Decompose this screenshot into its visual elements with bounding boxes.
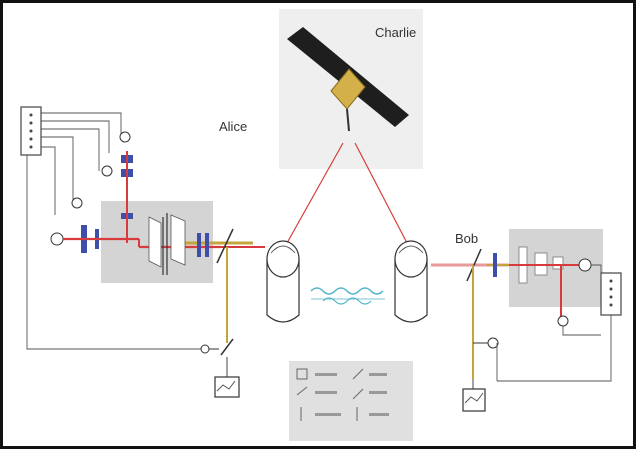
detector-icon <box>119 131 131 143</box>
telescope-icon <box>394 240 428 323</box>
telescope-icon <box>266 240 300 323</box>
bob-label: Bob <box>455 231 478 246</box>
satellite-body <box>330 68 366 110</box>
fiber-link-icon <box>310 287 385 305</box>
satellite-antenna <box>346 108 350 132</box>
detector-icon <box>487 337 499 349</box>
alice-station: Alice <box>20 106 300 398</box>
alice-readout <box>200 247 240 398</box>
terminal-icon <box>20 106 42 156</box>
bob-readout <box>462 337 499 412</box>
quantum-network-diagram: Charlie Alice <box>20 9 622 441</box>
bob-station: Bob <box>394 229 622 412</box>
legend-box <box>289 361 413 441</box>
alice-label: Alice <box>219 119 247 134</box>
bob-controller <box>600 272 622 316</box>
bob-optics <box>509 246 592 327</box>
alice-beam-path <box>50 213 265 275</box>
charlie-label: Charlie <box>375 25 416 40</box>
detector-icon <box>578 258 592 272</box>
detector-icon <box>200 344 210 354</box>
downlink-bob <box>354 142 408 244</box>
satellite-icon <box>287 27 409 132</box>
bob-computer <box>462 388 486 412</box>
laser-icon <box>50 232 64 246</box>
alice-control-wires <box>26 112 201 350</box>
detector-icon <box>71 197 83 209</box>
terminal-icon <box>600 272 622 316</box>
legend <box>289 361 413 441</box>
bob-control-wires <box>497 264 612 382</box>
alice-source-column <box>71 131 133 243</box>
beam-splitter <box>216 228 234 264</box>
bob-beam-path <box>431 248 509 379</box>
downlink-alice <box>286 142 344 244</box>
detector-icon <box>557 315 569 327</box>
satellite-links <box>286 142 408 244</box>
charlie-satellite-area: Charlie <box>279 9 423 169</box>
alice-computer <box>214 376 240 398</box>
detector-icon <box>101 165 113 177</box>
